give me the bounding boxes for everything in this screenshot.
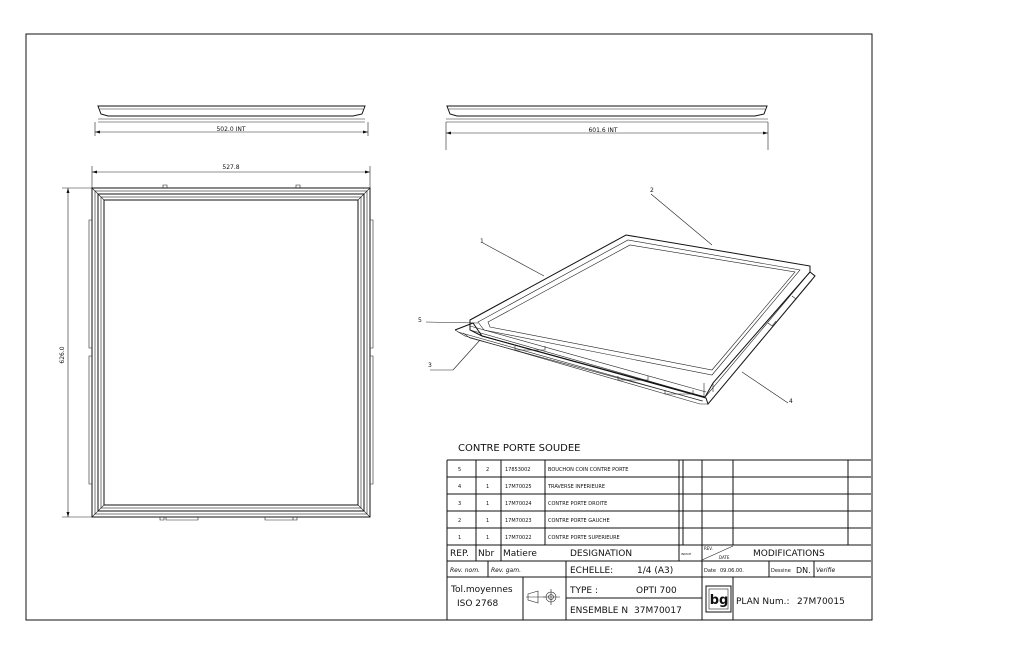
plan-number-value: 27M70015 [797,597,845,607]
row-rep: 4 [458,484,461,490]
row-rep: 3 [458,501,461,507]
row-nbr: 1 [486,518,489,524]
row-nbr: 1 [486,501,489,507]
parts-row: 5 2 17853002 BOUCHON COIN CONTRE PORTE [458,467,628,473]
drawn-by-label: Dessine [771,568,791,574]
dimension-top-right: 601.6 INT [588,127,617,134]
parts-row: 1 1 17M70022 CONTRE PORTE SUPERIEURE [458,535,620,541]
type-value: OPTI 700 [636,586,677,596]
row-nbr: 2 [486,467,489,473]
date-label: Date [704,568,716,574]
rev-gam-label: Rev. gam. [491,567,521,574]
ensemble-label: ENSEMBLE N [570,606,628,616]
plan-number-label: PLAN Num.: [736,597,790,607]
row-ref: 17M70024 [505,501,532,507]
tolerance-line-2: ISO 2768 [457,599,498,609]
tolerance-line-1: Tol.moyennes [450,585,513,595]
title-block-grid [446,459,871,620]
isometric-view: 1 2 3 4 5 [418,187,816,406]
row-designation: BOUCHON COIN CONTRE PORTE [548,467,628,473]
row-rep: 2 [458,518,461,524]
ensemble-value: 37M70017 [634,606,682,616]
sheet-border [25,33,873,621]
row-ref: 17M70022 [505,535,532,541]
header-nbr: Nbr [478,549,494,559]
dimension-top-left: 502.0 INT [216,126,245,133]
parts-row: 3 1 17M70024 CONTRE PORTE DROITE [458,501,607,507]
header-rev: REV. [704,546,713,551]
dimension-overall-height: 626.0 [59,346,66,363]
date-value: 09.06.00. [720,568,744,574]
callout-5: 5 [418,317,422,324]
callout-4: 4 [789,398,793,405]
parts-row: 2 1 17M70023 CONTRE PORTE GAUCHE [458,518,610,524]
row-rep: 5 [458,467,461,473]
edge-view-left: 502.0 INT [94,105,369,136]
row-nbr: 1 [486,535,489,541]
row-ref: 17M70023 [505,518,532,524]
row-ref: 17M70025 [505,484,532,490]
company-logo: bg [705,585,732,613]
row-rep: 1 [458,535,461,541]
header-date: DATE [719,555,730,560]
header-matiere: Matiere [503,549,537,559]
row-designation: CONTRE PORTE GAUCHE [548,518,610,524]
scale-label: ECHELLE: [570,566,613,576]
row-designation: CONTRE PORTE DROITE [548,501,607,507]
header-modifications: MODIFICATIONS [753,549,825,559]
row-designation: TRAVERSE INFERIEURE [547,484,605,490]
drawn-by-value: DN. [796,566,811,575]
row-ref: 17853002 [505,467,530,473]
verified-label: Verifie [816,567,835,574]
front-view: 527.8 626.0 [59,164,374,521]
projection-symbol-icon [526,589,560,605]
row-designation: CONTRE PORTE SUPERIEURE [548,535,620,541]
header-rep: REP. [450,549,469,559]
dimension-overall-width: 527.8 [222,164,239,171]
drawing-title: CONTRE PORTE SOUDEE [458,443,581,454]
callout-2: 2 [650,187,654,194]
header-designation: DESIGNATION [570,549,632,559]
callout-1: 1 [480,238,484,245]
parts-row: 4 1 17M70025 TRAVERSE INFERIEURE [458,484,605,490]
callout-3: 3 [428,362,432,369]
rev-nom-label: Rev. nom. [450,567,480,574]
header-indice: INDICE [681,552,691,556]
row-nbr: 1 [486,484,489,490]
edge-view-right: 601.6 INT [445,105,769,150]
logo-text: bg [710,593,729,608]
type-label: TYPE : [569,586,598,596]
scale-value: 1/4 (A3) [637,566,673,576]
